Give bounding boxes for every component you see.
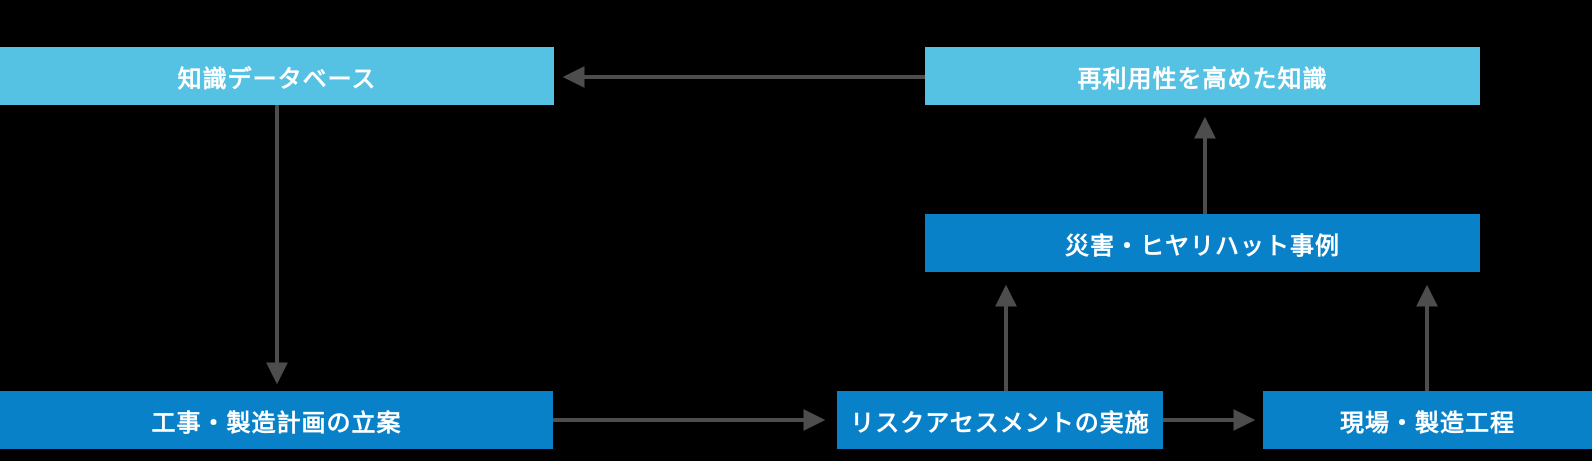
node-site-process-label: 現場・製造工程 [1340,409,1515,437]
node-knowledge-db-label: 知識データベース [177,65,377,93]
node-knowledge-db: 知識データベース [0,47,554,105]
node-risk-assessment-label: リスクアセスメントの実施 [850,409,1150,437]
node-incident-cases: 災害・ヒヤリハット事例 [925,214,1480,272]
node-reusable-knowledge-label: 再利用性を高めた知識 [1077,65,1328,93]
node-risk-assessment: リスクアセスメントの実施 [837,391,1163,449]
node-construction-planning-label: 工事・製造計画の立案 [151,409,402,437]
node-reusable-knowledge: 再利用性を高めた知識 [925,47,1480,105]
node-construction-planning: 工事・製造計画の立案 [0,391,553,449]
node-incident-cases-label: 災害・ヒヤリハット事例 [1065,232,1340,260]
node-site-process: 現場・製造工程 [1263,391,1592,449]
